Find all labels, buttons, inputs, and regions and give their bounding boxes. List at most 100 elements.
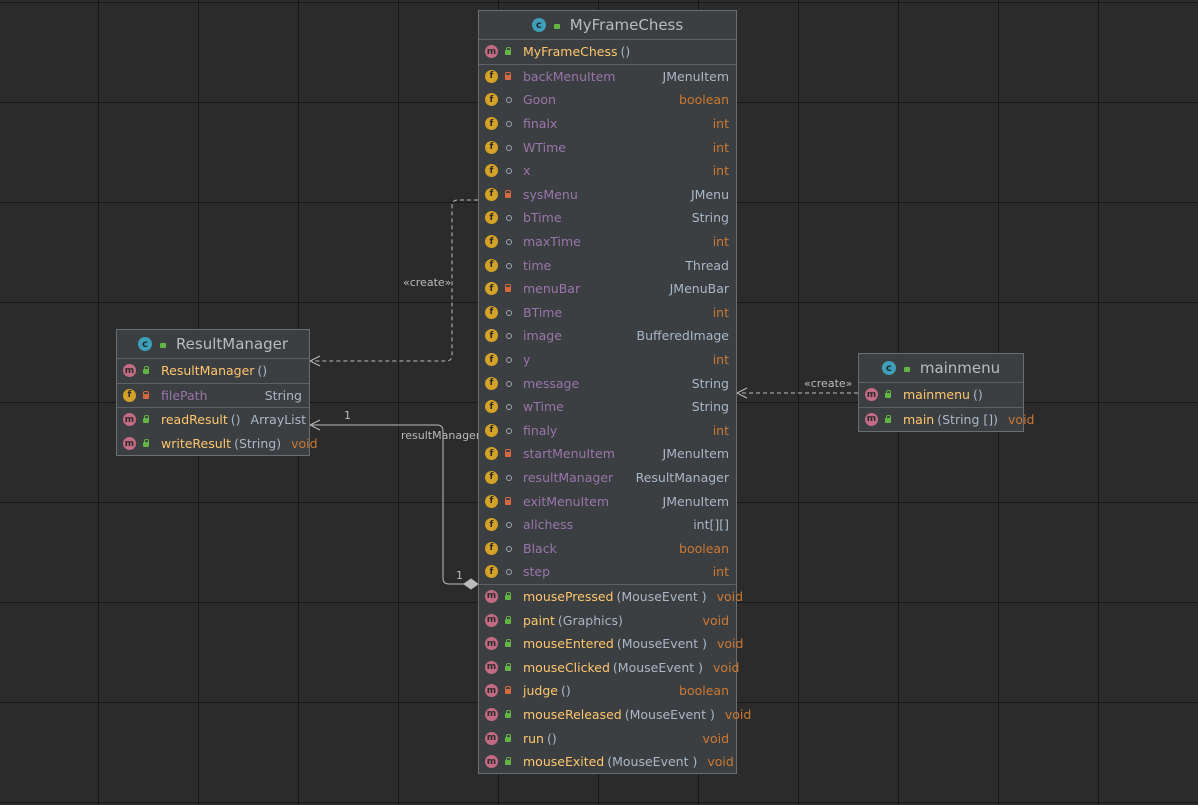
method-name: mouseReleased bbox=[523, 706, 622, 722]
method-name: mouseEntered bbox=[523, 636, 614, 652]
method-return-type: void bbox=[702, 612, 729, 628]
field-icon: f bbox=[485, 447, 498, 461]
method-name: judge bbox=[523, 683, 558, 699]
public-visibility-icon bbox=[553, 21, 562, 30]
package-visibility-icon bbox=[504, 567, 513, 576]
constructor-params: () bbox=[257, 363, 268, 379]
composition-edge[interactable] bbox=[312, 424, 470, 585]
dependency-arrowhead-left bbox=[308, 355, 321, 367]
field-type: String bbox=[264, 387, 302, 403]
class-icon: c bbox=[137, 337, 152, 351]
private-visibility-icon bbox=[142, 390, 151, 400]
field-icon: f bbox=[485, 282, 498, 296]
field-name: WTime bbox=[523, 139, 566, 155]
method-icon: m bbox=[485, 637, 498, 651]
field-type: String bbox=[691, 210, 729, 226]
field-name: wTime bbox=[523, 399, 564, 415]
field-name: finaly bbox=[523, 422, 558, 438]
method-return-type: void bbox=[707, 754, 734, 770]
field-name: allchess bbox=[523, 517, 574, 533]
field-icon: f bbox=[485, 211, 498, 225]
field-icon: f bbox=[123, 388, 136, 402]
method-icon: m bbox=[865, 388, 878, 402]
method-icon: m bbox=[485, 731, 498, 745]
constructor-params: () bbox=[620, 44, 631, 60]
class-name: mainmenu bbox=[919, 359, 1001, 377]
package-visibility-icon bbox=[504, 544, 513, 553]
package-visibility-icon bbox=[504, 95, 513, 104]
field-icon: f bbox=[485, 541, 498, 555]
field-icon: f bbox=[485, 470, 498, 484]
field-icon: f bbox=[485, 117, 498, 131]
field-name: y bbox=[523, 352, 531, 368]
private-visibility-icon bbox=[504, 284, 513, 293]
package-visibility-icon bbox=[504, 166, 513, 175]
method-params: (String) bbox=[234, 436, 282, 452]
public-visibility-icon bbox=[504, 757, 513, 766]
composition-source-multiplicity: 1 bbox=[456, 569, 463, 582]
method-icon: m bbox=[865, 412, 878, 426]
class-icon: c bbox=[531, 18, 546, 32]
method-name: mousePressed bbox=[523, 588, 614, 604]
public-visibility-icon bbox=[884, 390, 893, 399]
create-dependency-edge-left[interactable] bbox=[312, 199, 478, 362]
package-visibility-icon bbox=[504, 119, 513, 128]
field-type: int bbox=[712, 304, 729, 320]
public-visibility-icon bbox=[884, 414, 893, 424]
field-type: ResultManager bbox=[635, 469, 729, 485]
dependency-arrowhead-right bbox=[735, 387, 748, 399]
composition-role-label: resultManager bbox=[401, 429, 481, 442]
public-visibility-icon bbox=[504, 639, 513, 648]
field-name: x bbox=[523, 163, 531, 179]
field-name: step bbox=[523, 564, 551, 580]
field-icon: f bbox=[485, 235, 498, 249]
method-icon: m bbox=[485, 660, 498, 674]
field-icon: f bbox=[485, 518, 498, 532]
